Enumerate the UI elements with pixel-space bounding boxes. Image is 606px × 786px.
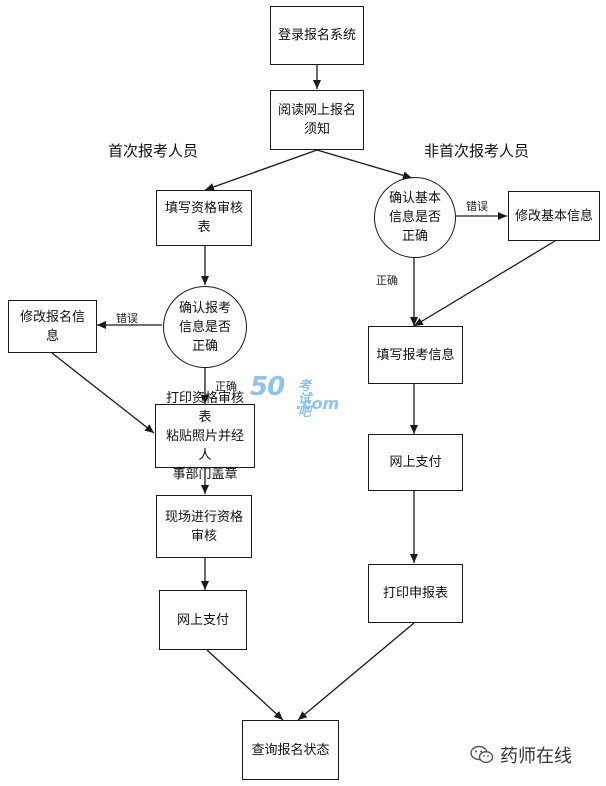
watermark-number2: 0 <box>267 372 285 402</box>
node-confirm-basic-info: 确认基本 信息是否 正确 <box>374 177 456 258</box>
watermark-logo: 50 考试吧 .com <box>250 372 339 419</box>
node-pay-online-right: 网上支付 <box>368 434 463 491</box>
edge-notice-to-left-form <box>204 149 318 191</box>
edge-modify-to-print <box>51 352 155 434</box>
node-onsite-review: 现场进行资格 审核 <box>156 495 252 558</box>
node-query-status: 查询报名状态 <box>242 720 339 780</box>
edge-print-to-query <box>297 622 415 721</box>
heading-first-time: 首次报考人员 <box>108 142 199 160</box>
node-login: 登录报名系统 <box>270 6 364 65</box>
node-fill-exam-info: 填写报考信息 <box>368 326 463 384</box>
edge-modify-basic-to-fill <box>413 240 556 327</box>
brand-name: 药师在线 <box>500 746 572 767</box>
node-fill-review-form: 填写资格审核 表 <box>156 190 252 246</box>
watermark-top: 考试吧 <box>298 379 312 420</box>
node-print-review-form: 打印资格审核表 粘贴照片并经人 事部门盖章 <box>155 391 255 482</box>
node-print-application: 打印申报表 <box>368 564 463 623</box>
watermark-domain: .com <box>296 394 340 413</box>
node-modify-basic-info: 修改基本信息 <box>508 191 600 241</box>
node-read-notice: 阅读网上报名 须知 <box>270 90 364 150</box>
edge-notice-to-right-confirm <box>316 149 413 180</box>
watermark-number: 5 <box>250 372 268 402</box>
node-modify-signup-info: 修改报名信息 <box>8 300 97 353</box>
edge-label-right-correct: 正确 <box>376 274 398 287</box>
node-pay-online-left: 网上支付 <box>159 590 247 650</box>
edge-label-right-error: 错误 <box>466 200 488 213</box>
edge-pay-left-to-query <box>206 649 284 721</box>
node-confirm-info-left: 确认报考 信息是否 正确 <box>163 286 247 368</box>
brand-footer: 药师在线 <box>470 742 572 768</box>
edge-label-left-error: 错误 <box>116 312 138 325</box>
wechat-icon <box>470 745 494 764</box>
heading-non-first-time: 非首次报考人员 <box>424 142 530 160</box>
edge-label-left-correct: 正确 <box>215 380 237 393</box>
